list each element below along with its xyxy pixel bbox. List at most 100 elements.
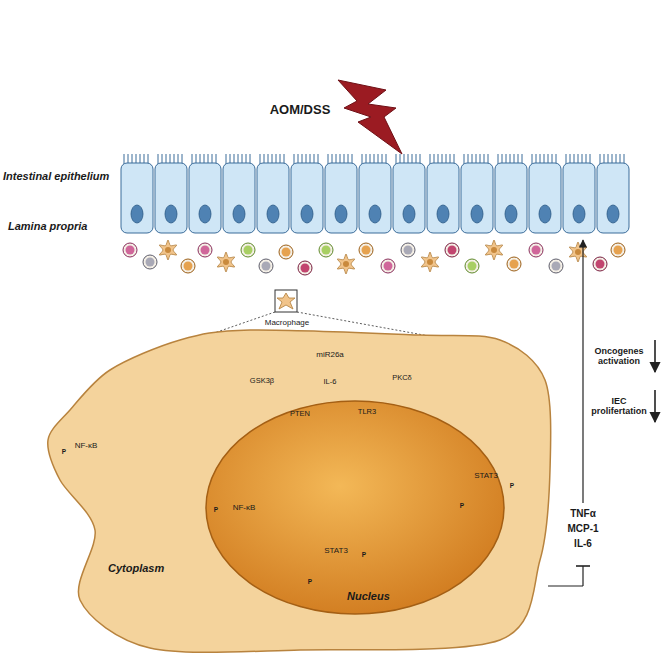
phospho-label: P xyxy=(510,482,514,489)
epithelial-cell xyxy=(563,163,595,233)
microvillus xyxy=(328,154,329,164)
region-label: Intestinal epithelium xyxy=(3,170,109,182)
cell-nucleus xyxy=(575,249,581,255)
region-label: Cytoplasm xyxy=(108,562,164,574)
protein-label: NF-κB xyxy=(233,503,256,512)
phospho-label: P xyxy=(308,578,312,585)
macrophage-cell xyxy=(569,242,586,262)
cell-nucleus xyxy=(362,246,371,255)
epithelium-cells xyxy=(121,154,629,233)
cytokine-label: IL-6 xyxy=(574,538,592,550)
epithelial-cell xyxy=(223,163,255,233)
macrophage-cell xyxy=(337,254,354,274)
epithelial-cell xyxy=(529,163,561,233)
cell-label: Macrophage xyxy=(265,318,309,327)
lightning-bolt xyxy=(338,80,402,154)
cell-nucleus xyxy=(510,260,519,269)
microvillus xyxy=(192,154,193,164)
immune-cell xyxy=(143,255,157,269)
cell-nucleus xyxy=(267,205,279,223)
region-label: Lamina propria xyxy=(8,220,87,233)
immune-cell xyxy=(445,243,459,257)
epithelial-cell xyxy=(291,163,323,233)
outcome-label: Oncogenes activation xyxy=(589,346,649,367)
outcome-label: IEC prolifertation xyxy=(589,396,649,417)
inhibition-bar xyxy=(576,565,590,567)
microvillus xyxy=(182,154,183,164)
protein-label: NF-κB xyxy=(75,441,98,450)
microvillus xyxy=(386,154,387,164)
cell-nucleus xyxy=(201,246,210,255)
cell-nucleus xyxy=(404,246,413,255)
epithelial-cell xyxy=(495,163,527,233)
immune-cell xyxy=(529,243,543,257)
cell-nucleus xyxy=(343,261,349,267)
cell-nucleus xyxy=(505,205,517,223)
epithelial-cell xyxy=(427,163,459,233)
microvillus xyxy=(464,154,465,164)
target-label: IL-6 xyxy=(324,378,337,387)
microvillus xyxy=(430,154,431,164)
microvillus xyxy=(318,154,319,164)
cell-nucleus xyxy=(322,246,331,255)
cell-nucleus xyxy=(437,205,449,223)
microvillus xyxy=(590,154,591,164)
inhibition-line xyxy=(582,566,583,586)
epithelial-cell xyxy=(597,163,629,233)
microvillus xyxy=(488,154,489,164)
inhibition-line xyxy=(548,585,583,586)
cell-nucleus xyxy=(282,248,291,257)
decrease-arrow xyxy=(654,340,656,372)
protein-label: STAT3 xyxy=(324,546,348,555)
macrophage-icon xyxy=(277,293,295,309)
mirna-label: miR26a xyxy=(316,350,344,359)
cell-nucleus xyxy=(403,205,415,223)
microvillus xyxy=(362,154,363,164)
cell-nucleus xyxy=(184,262,193,271)
cell-nucleus xyxy=(301,205,313,223)
microvillus xyxy=(158,154,159,164)
immune-cell xyxy=(123,243,137,257)
microvillus xyxy=(226,154,227,164)
cell-nucleus xyxy=(244,246,253,255)
phospho-label: P xyxy=(62,448,66,455)
epithelial-cell xyxy=(257,163,289,233)
phospho-label: P xyxy=(460,502,464,509)
microvillus xyxy=(522,154,523,164)
cell-nucleus xyxy=(165,247,171,253)
target-label: PTEN xyxy=(290,410,310,419)
immune-cell xyxy=(241,243,255,257)
cell-nucleus xyxy=(223,259,229,265)
epithelial-cell xyxy=(189,163,221,233)
lamina-propria-cells xyxy=(123,240,625,275)
cell-nucleus xyxy=(471,205,483,223)
cell-nucleus xyxy=(552,262,561,271)
microvillus xyxy=(556,154,557,164)
cell-nucleus xyxy=(532,246,541,255)
phospho-label: P xyxy=(214,506,218,513)
cytokine-label: MCP-1 xyxy=(567,523,598,535)
cell-nucleus xyxy=(468,262,477,271)
microvillus xyxy=(454,154,455,164)
immune-cell xyxy=(381,259,395,273)
epithelial-cell xyxy=(121,163,153,233)
cell-nucleus xyxy=(607,205,619,223)
nuclear-envelope xyxy=(206,401,504,614)
stimulus-label: AOM/DSS xyxy=(270,103,331,118)
cell-nucleus xyxy=(126,246,135,255)
stimulation-arrow xyxy=(582,240,583,503)
microvillus xyxy=(284,154,285,164)
cell-nucleus xyxy=(335,205,347,223)
microvillus xyxy=(294,154,295,164)
microvillus xyxy=(216,154,217,164)
immune-cell xyxy=(611,243,625,257)
phospho-label: P xyxy=(362,551,366,558)
cell-nucleus xyxy=(233,205,245,223)
microvillus xyxy=(148,154,149,164)
macrophage-cell xyxy=(217,252,234,272)
immune-cell xyxy=(259,259,273,273)
cell-nucleus xyxy=(262,262,271,271)
cell-nucleus xyxy=(165,205,177,223)
cell-nucleus xyxy=(384,262,393,271)
